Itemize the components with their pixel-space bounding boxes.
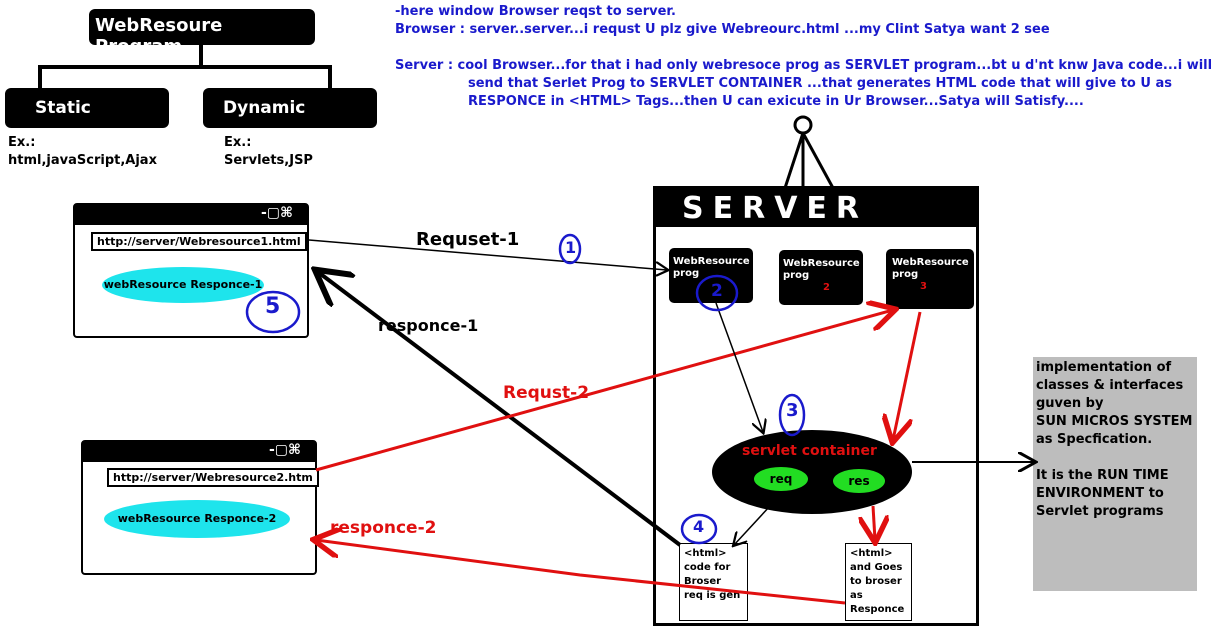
- side-line: classes & interfaces: [1036, 378, 1184, 393]
- prog-label: WebResource prog: [783, 258, 860, 281]
- prog-label: WebResource prog: [673, 256, 750, 279]
- side-line: Servlet programs: [1036, 504, 1164, 519]
- request-1-label: Requset-1: [416, 229, 520, 250]
- step-circle: [245, 290, 301, 334]
- webresource-program-box: WebResoure Program: [89, 9, 315, 57]
- prog-label: WebResource prog: [892, 257, 969, 280]
- note-line-2: Browser : server..server...i requst U pl…: [395, 22, 1050, 37]
- step-number: 3: [786, 400, 799, 421]
- html-line: as Responce: [850, 590, 905, 615]
- html-line: req is gen: [684, 590, 741, 601]
- dynamic-ex-values: Servlets,JSP: [224, 153, 313, 168]
- step-number: 5: [265, 294, 281, 319]
- step-number: 4: [693, 517, 705, 536]
- note-line-1: -here window Browser reqst to server.: [395, 4, 676, 19]
- html-line: and Goes: [850, 562, 903, 573]
- dynamic-box: Dynamic: [203, 88, 377, 128]
- response-1-arrow: [318, 272, 682, 547]
- address-bar[interactable]: http://server/Webresource1.html: [91, 232, 307, 251]
- response-2-label: responce-2: [330, 518, 437, 538]
- dynamic-label: Dynamic: [223, 98, 306, 118]
- static-examples: Ex.: html,javaScript,Ajax: [8, 134, 157, 170]
- static-box: Static: [5, 88, 169, 128]
- step-number: 1: [565, 238, 577, 257]
- container-label: servlet container: [742, 443, 877, 459]
- response-1-label: responce-1: [378, 316, 479, 335]
- request-2-arrow: [315, 310, 893, 472]
- side-line: implementation of: [1036, 360, 1172, 375]
- servlet-container: servlet container req res: [712, 430, 912, 514]
- prog3-to-container-arrow: [893, 311, 922, 440]
- response-2-arrow: [316, 540, 846, 605]
- server-title: SERVER: [656, 189, 976, 227]
- dynamic-ex-label: Ex.:: [224, 135, 252, 150]
- html-line: Broser: [684, 576, 722, 587]
- static-label: Static: [35, 98, 91, 118]
- html-line: <html>: [684, 548, 727, 559]
- step-number: 2: [711, 281, 723, 301]
- prog-number: 2: [823, 282, 830, 293]
- step-circle: [680, 513, 718, 545]
- req-object: req: [754, 467, 808, 491]
- html-line: code for: [684, 562, 731, 573]
- prog-to-container-arrow: [715, 302, 763, 432]
- webresource-prog-2: WebResource prog 2: [779, 250, 863, 305]
- request-1-arrow: [308, 239, 667, 270]
- browser-window-1: -▢⌘ http://server/Webresource1.html webR…: [73, 203, 309, 338]
- side-line: SUN MICROS SYSTEM: [1036, 414, 1193, 429]
- antenna-icon: [793, 115, 813, 135]
- window-controls[interactable]: -▢⌘: [75, 205, 307, 225]
- response-ellipse: webResource Responce-2: [104, 500, 290, 538]
- step-circle: [695, 274, 739, 312]
- webresource-prog-3: WebResource prog 3: [886, 249, 974, 309]
- html-box-generated: <html> code for Broser req is gen: [679, 543, 748, 621]
- window-controls[interactable]: -▢⌘: [83, 442, 315, 462]
- program-title: WebResoure Program: [95, 15, 223, 57]
- note-line-5: RESPONCE in <HTML> Tags...then U can exi…: [468, 94, 1084, 109]
- request-2-label: Requst-2: [503, 383, 590, 403]
- prog-number: 3: [920, 281, 927, 292]
- note-line-3: Server : cool Browser...for that i had o…: [395, 58, 1213, 73]
- address-bar[interactable]: http://server/Webresource2.htm: [107, 468, 319, 487]
- side-line: It is the RUN TIME: [1036, 468, 1169, 483]
- response-ellipse: webResource Responce-1: [102, 267, 264, 303]
- step-circle: [558, 233, 582, 265]
- container-to-html-arrow: [734, 505, 771, 545]
- side-line: guven by: [1036, 396, 1104, 411]
- note-line-4: send that Serlet Prog to SERVLET CONTAIN…: [468, 76, 1172, 91]
- side-line: ENVIRONMENT to: [1036, 486, 1164, 501]
- html-line: <html>: [850, 548, 893, 559]
- static-ex-label: Ex.:: [8, 135, 36, 150]
- webresource-prog-1: WebResource prog: [669, 248, 753, 303]
- browser-window-2: -▢⌘ http://server/Webresource2.htm webRe…: [81, 440, 319, 575]
- container-to-response-arrow: [873, 505, 875, 540]
- html-line: to broser: [850, 576, 902, 587]
- res-object: res: [833, 469, 885, 493]
- static-ex-values: html,javaScript,Ajax: [8, 153, 157, 168]
- side-note: implementation of classes & interfaces g…: [1033, 357, 1197, 591]
- side-line: as Specfication.: [1036, 432, 1153, 447]
- dynamic-examples: Ex.: Servlets,JSP: [224, 134, 313, 170]
- html-box-response: <html> and Goes to broser as Responce: [845, 543, 912, 621]
- step-circle: [778, 393, 806, 437]
